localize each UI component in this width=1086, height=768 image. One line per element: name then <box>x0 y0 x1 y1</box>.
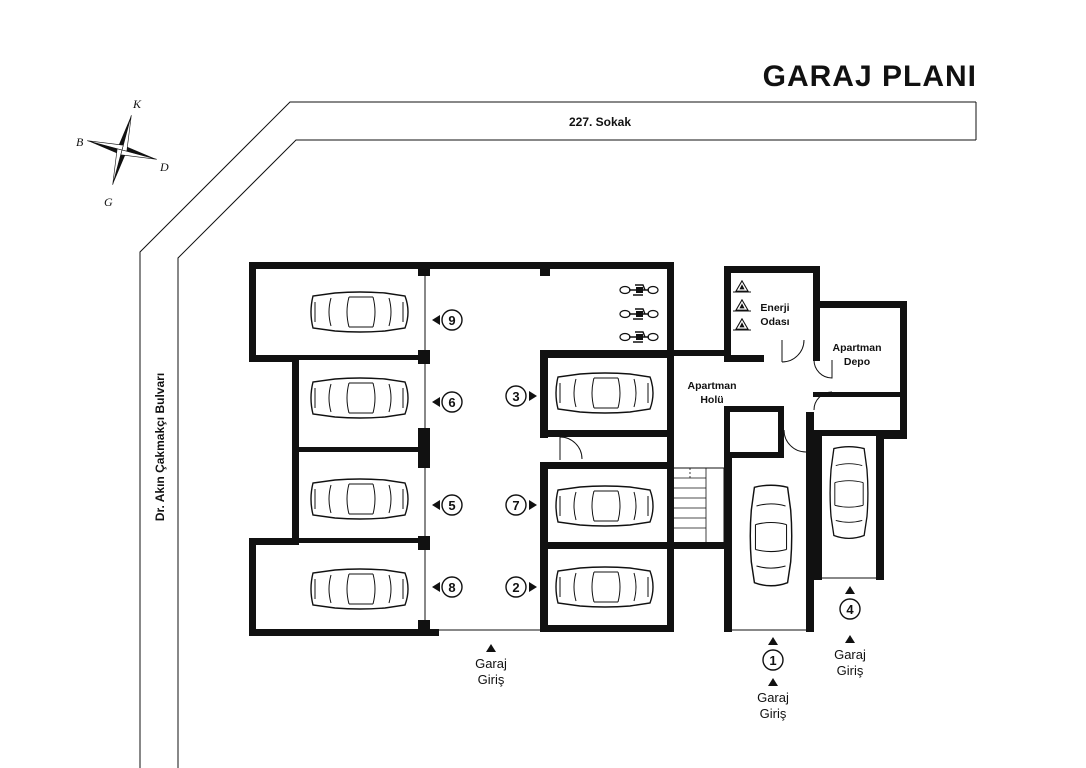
depot-label-2: Depo <box>844 356 870 368</box>
electric-panel-icons <box>733 280 751 331</box>
depot-label-1: Apartman <box>832 342 881 354</box>
svg-text:3: 3 <box>512 389 519 404</box>
compass-west-label: B <box>76 135 84 149</box>
spot-marker-8: 8 <box>432 576 463 598</box>
svg-text:Giriş: Giriş <box>478 672 505 687</box>
spot-marker-5: 5 <box>432 494 463 516</box>
svg-text:9: 9 <box>448 313 455 328</box>
street-label-north: 227. Sokak <box>569 115 631 129</box>
svg-text:6: 6 <box>448 395 455 410</box>
spot-marker-2: 2 <box>505 576 537 598</box>
garage-entrance-1: Garaj Giriş <box>757 678 789 721</box>
spot-marker-9: 9 <box>432 309 463 331</box>
street-label-west: Dr. Akın Çakmakçı Bulvarı <box>153 373 167 521</box>
energy-room-label-2: Odası <box>760 316 789 328</box>
svg-text:Giriş: Giriş <box>837 663 864 678</box>
street-outline <box>139 101 976 768</box>
compass-rose-icon <box>87 115 157 185</box>
svg-text:7: 7 <box>512 498 519 513</box>
svg-text:2: 2 <box>512 580 519 595</box>
svg-text:Garaj: Garaj <box>834 647 866 662</box>
hall-label-1: Apartman <box>687 380 736 392</box>
spot-marker-3: 3 <box>505 385 537 407</box>
garage-entrance-4: Garaj Giriş <box>834 635 866 678</box>
svg-text:Garaj: Garaj <box>475 656 507 671</box>
garage-walls <box>249 262 907 636</box>
compass-south-label: G <box>104 195 113 209</box>
spot-marker-6: 6 <box>432 391 463 413</box>
plan-title: GARAJ PLANI <box>763 60 977 93</box>
spot-marker-4: 4 <box>839 586 861 620</box>
compass-east-label: D <box>159 160 169 174</box>
spot-marker-1: 1 <box>762 637 784 671</box>
svg-text:5: 5 <box>448 498 455 513</box>
svg-text:1: 1 <box>769 653 776 668</box>
svg-text:Giriş: Giriş <box>760 706 787 721</box>
spot-marker-7: 7 <box>505 494 537 516</box>
svg-text:4: 4 <box>846 602 854 617</box>
compass-north-label: K <box>132 97 142 111</box>
energy-room-label-1: Enerji <box>760 302 789 314</box>
hall-label-2: Holü <box>700 394 723 406</box>
motorcycle-icons <box>619 284 659 343</box>
plan-details <box>424 276 876 631</box>
svg-text:Garaj: Garaj <box>757 690 789 705</box>
svg-text:8: 8 <box>448 580 455 595</box>
garage-entrance-main: Garaj Giriş <box>475 644 507 687</box>
